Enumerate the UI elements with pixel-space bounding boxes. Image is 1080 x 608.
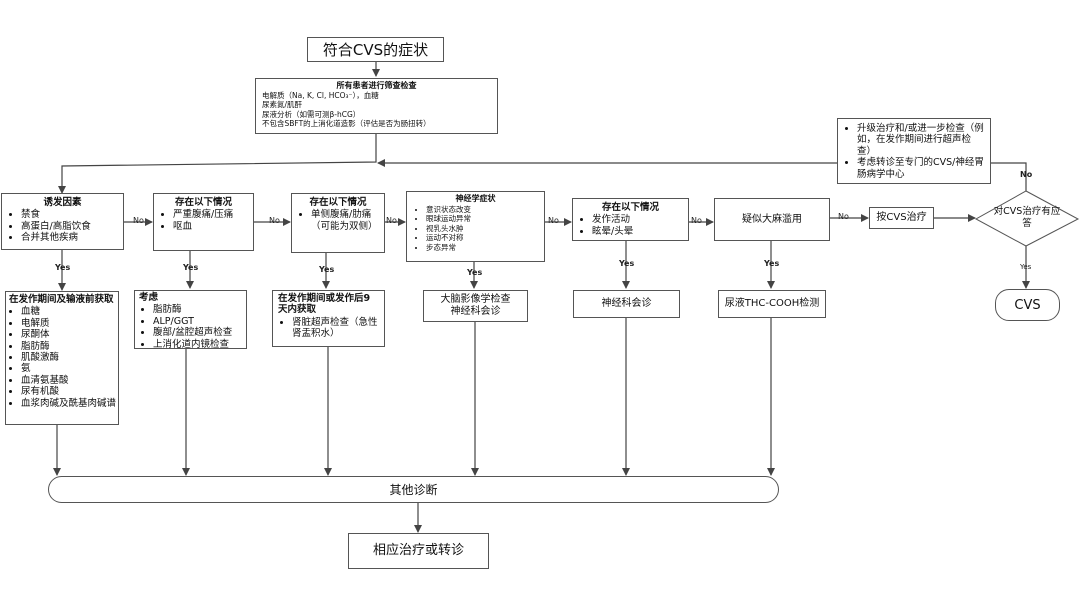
other-diagnosis-label: 其他诊断	[389, 483, 438, 497]
triggers-item: 合并其他疾病	[21, 232, 118, 243]
edge-decision-no-loop	[377, 159, 1027, 191]
other-diagnosis-node: 其他诊断	[48, 476, 779, 503]
consider-item: ALP/GGT	[153, 316, 242, 327]
neuro-item: 意识状态改变	[426, 205, 539, 214]
seizure-title: 存在以下情况	[601, 202, 659, 213]
seizure-item: 眩晕/头晕	[592, 226, 683, 237]
metabolic-labs-item: 肌酸激酶	[21, 352, 115, 363]
neuro-consult-box: 神经科会诊	[573, 290, 680, 318]
flank-item: 单侧腹痛/肋痛（可能为双侧）	[311, 209, 379, 232]
metabolic-labs-title: 在发作期间及输液前获取	[9, 294, 114, 305]
consider-item: 上消化道内镜检查	[153, 339, 242, 348]
edge-label-no: No	[1020, 170, 1033, 179]
final-box: 相应治疗或转诊	[348, 533, 489, 569]
edge-label-yes: Yes	[467, 268, 483, 277]
neuro-consult-label: 神经科会诊	[601, 298, 652, 309]
seizure-item: 发作活动	[592, 214, 683, 225]
metabolic-labs-item: 血清氨基酸	[21, 375, 115, 386]
consider-title: 考虑	[139, 292, 159, 303]
triggers-item: 高蛋白/高脂饮食	[21, 221, 118, 232]
edge-screening-bus	[58, 134, 377, 194]
edge-label-yes: Yes	[55, 263, 71, 272]
screening-line: 尿液分析（如需可测β-hCG）	[262, 109, 361, 119]
decision-diamond	[974, 190, 1080, 247]
edge-label-no: No	[133, 216, 144, 225]
thc-test-label: 尿液THC-COOH检测	[724, 298, 820, 309]
edge-label-no: No	[269, 216, 280, 225]
treat-cvs-label: 按CVS治疗	[876, 212, 927, 223]
start-box: 符合CVS的症状	[307, 37, 444, 62]
metabolic-labs-item: 尿酮体	[21, 329, 115, 340]
edge-label-no: No	[838, 212, 849, 221]
treat-cvs-box: 按CVS治疗	[869, 207, 934, 229]
consider-item: 腹部/盆腔超声检查	[153, 327, 242, 338]
metabolic-labs-item: 尿有机酸	[21, 386, 115, 397]
screening-line: 尿素氮/肌酐	[262, 100, 303, 110]
metabolic-labs-item: 氨	[21, 363, 115, 374]
escalation-item: 考虑转诊至专门的CVS/神经胃肠病学中心	[857, 157, 985, 180]
metabolic-labs-item: 电解质	[21, 318, 115, 329]
final-label: 相应治疗或转诊	[372, 543, 464, 559]
metabolic-labs-item: 血浆肉碱及酰基肉碱谱	[21, 398, 116, 409]
imaging-line: 神经科会诊	[450, 306, 501, 317]
cvs-end-node: CVS	[995, 289, 1060, 321]
metabolic-labs-box: 在发作期间及输液前获取 血糖 电解质 尿酮体 脂肪酶 肌酸激酶 氨 血清氨基酸 …	[5, 291, 119, 425]
renal-title: 在发作期间或发作后9天内获取	[278, 293, 371, 316]
edge-label-yes: Yes	[319, 265, 335, 274]
abdominal-item: 呕血	[173, 221, 248, 232]
screening-line: 不包含SBFT的上消化道造影（评估是否为肠扭转）	[262, 119, 431, 129]
decision-text: 对CVS治疗有应答	[993, 206, 1061, 229]
metabolic-labs-item: 血糖	[21, 306, 115, 317]
neuro-title: 神经学症状	[455, 194, 496, 203]
edge-label-no: No	[386, 216, 397, 225]
triggers-box: 诱发因素 禁食 高蛋白/高脂饮食 合并其他疾病	[1, 193, 124, 250]
edge-label-no: No	[691, 216, 702, 225]
edge-label-no: No	[548, 216, 559, 225]
edge-label-yes: Yes	[619, 259, 635, 268]
escalation-item: 升级治疗和/或进一步检查（例如，在发作期间进行超声检查）	[857, 123, 985, 157]
edge-label-yes: Yes	[764, 259, 780, 268]
consider-item: 脂肪酶	[153, 304, 242, 315]
triggers-item: 禁食	[21, 209, 118, 220]
neuro-box: 神经学症状 意识状态改变 眼球运动异常 视乳头水肿 运动不对称 步态异常	[406, 191, 545, 262]
decision-label: 对CVS治疗有应答	[992, 206, 1062, 230]
neuro-item: 视乳头水肿	[426, 224, 539, 233]
abdominal-title: 存在以下情况	[174, 197, 232, 208]
neuro-item: 眼球运动异常	[426, 214, 539, 223]
consider-box: 考虑 脂肪酶 ALP/GGT 腹部/盆腔超声检查 上消化道内镜检查	[134, 290, 247, 349]
abdominal-box: 存在以下情况 严重腹痛/压痛 呕血	[153, 193, 254, 251]
cvs-end-label: CVS	[1014, 297, 1041, 313]
neuro-item: 运动不对称	[426, 233, 539, 242]
flank-title: 存在以下情况	[309, 197, 367, 208]
screening-line: 电解质（Na, K, Cl, HCO₃⁻），血糖	[262, 91, 379, 100]
edge-label-yes: Yes	[1020, 263, 1032, 271]
cannabis-box: 疑似大麻滥用	[714, 198, 830, 241]
abdominal-item: 严重腹痛/压痛	[173, 209, 248, 220]
escalation-box: 升级治疗和/或进一步检查（例如，在发作期间进行超声检查） 考虑转诊至专门的CVS…	[837, 118, 991, 184]
imaging-box: 大脑影像学检查 神经科会诊	[423, 290, 528, 322]
neuro-item: 步态异常	[426, 243, 539, 252]
edge-label-yes: Yes	[183, 263, 199, 272]
seizure-box: 存在以下情况 发作活动 眩晕/头晕	[572, 198, 689, 241]
triggers-title: 诱发因素	[43, 197, 82, 208]
cannabis-label: 疑似大麻滥用	[742, 213, 802, 225]
screening-box: 所有患者进行筛查检查 电解质（Na, K, Cl, HCO₃⁻），血糖 尿素氮/…	[255, 78, 498, 134]
renal-item: 肾脏超声检查（急性肾盂积水）	[292, 317, 379, 340]
screening-title: 所有患者进行筛查检查	[336, 81, 417, 90]
renal-box: 在发作期间或发作后9天内获取 肾脏超声检查（急性肾盂积水）	[272, 290, 385, 347]
start-label: 符合CVS的症状	[322, 40, 429, 59]
imaging-line: 大脑影像学检查	[440, 294, 511, 305]
thc-test-box: 尿液THC-COOH检测	[718, 290, 826, 318]
flank-box: 存在以下情况 单侧腹痛/肋痛（可能为双侧）	[291, 193, 385, 253]
metabolic-labs-item: 脂肪酶	[21, 341, 115, 352]
